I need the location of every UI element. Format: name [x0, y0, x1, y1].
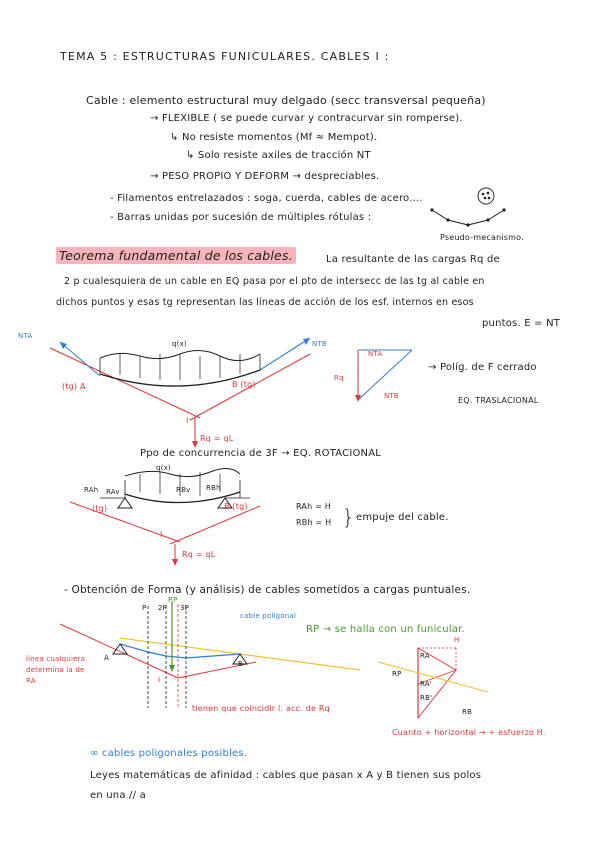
horizontal-note: Cuanto + horizontal → + esfuerzo H.: [392, 728, 546, 737]
mechanism-label: Pseudo-mecanismo.: [440, 233, 524, 242]
load-2p: 2P: [158, 604, 168, 612]
rbh-label: RBh: [206, 484, 221, 492]
page-title: TEMA 5 : ESTRUCTURAS FUNICULARES. CABLES…: [60, 50, 390, 63]
rp-funicular-note: RP → se halla con un funicular.: [306, 624, 465, 635]
concurrence-principle: Ppo de concurrencia de 3F → EQ. ROTACION…: [140, 448, 382, 459]
triangle-ntb: NTB: [384, 392, 399, 400]
translational-eq: EQ. TRASLACIONAL: [458, 396, 539, 405]
any-line-note: línea cualquiera determina la de RA: [26, 655, 86, 685]
triangle-rp: RP: [392, 670, 402, 678]
cable-bars: - Barras unidas por sucesión de múltiple…: [110, 212, 372, 223]
infinite-cables-note: ∞ cables poligonales posibles.: [90, 748, 248, 759]
point-loads-heading: - Obtención de Forma (y análisis) de cab…: [64, 584, 471, 596]
pseudo-mechanism-sketch: [430, 208, 506, 227]
tangent-b-label: B (tg): [232, 380, 256, 389]
cable-polygonal-label: cable poligonal: [240, 612, 297, 620]
resultant-label: Rq = qL: [200, 434, 234, 443]
rp-label: RP: [168, 596, 178, 604]
ntb-label: NTB: [312, 340, 327, 348]
tangent-a-label: (tg) A: [62, 382, 86, 391]
force-triangle: [355, 349, 413, 402]
load-3p: 3P: [180, 604, 190, 612]
theorem-highlight: Teorema fundamental de los cables.: [56, 247, 296, 264]
resultant-label-2: Rq = qL: [182, 550, 216, 559]
support-a: A: [104, 654, 109, 662]
triangle-ra: RA: [420, 652, 430, 660]
point-loads-figure: [59, 602, 361, 708]
tangent-b2: B (tg): [224, 502, 248, 511]
theorem-line-2: 2 p cualesquiera de un cable en EQ pasa …: [64, 276, 485, 287]
theorem-line-4: puntos. E = NT: [482, 318, 561, 329]
nta-label: NTA: [18, 332, 33, 340]
triangle-h: H: [454, 636, 460, 644]
cable-filaments: - Filamentos entrelazados : soga, cuerda…: [110, 193, 423, 204]
cable-flexible: → FLEXIBLE ( se puede curvar y contracur…: [150, 113, 463, 124]
cable-no-moments: ↳ No resiste momentos (Mf ≈ Mempot).: [170, 132, 378, 143]
cable-tension: ↳ Solo resiste axiles de tracción NT: [186, 150, 371, 161]
load-label-2: q(x): [156, 464, 171, 472]
triangle-rb-prime: RB': [420, 694, 433, 702]
rah-equals-h: RAh = H: [296, 502, 331, 511]
cable-push: empuje del cable.: [356, 512, 449, 523]
support-b: B: [238, 660, 244, 668]
cable-self-weight: → PESO PROPIO Y DEFORM → despreciables.: [150, 171, 380, 182]
theorem-heading: Teorema fundamental de los cables.: [56, 247, 296, 264]
rbh-equals-h: RBh = H: [296, 518, 332, 527]
support-reactions-figure: [69, 468, 261, 566]
brace: }: [342, 505, 355, 529]
intersection-i-label: I: [186, 416, 189, 425]
rav-label: RAv: [106, 488, 120, 496]
polygon-closed: → Políg. de F cerrado: [428, 362, 537, 373]
affinity-laws: Leyes matemáticas de afinidad : cables q…: [90, 770, 482, 781]
coincide-note: tienen que coincidir l. acc. de Rq: [192, 704, 330, 713]
cable-distributed-load-figure: [49, 337, 311, 448]
theorem-line-3: dichos puntos y esas tg representan las …: [56, 297, 474, 308]
theorem-line-1: La resultante de las cargas Rq de: [326, 254, 500, 265]
load-p: P: [142, 604, 147, 612]
intersection-i2: I: [160, 530, 163, 539]
triangle-rq: Rq: [334, 374, 344, 382]
funicular-triangle: [377, 647, 489, 719]
triangle-nta: NTA: [368, 350, 383, 358]
load-label: q(x): [172, 340, 187, 348]
rah-label: RAh: [84, 486, 99, 494]
strand-icon: [477, 187, 495, 205]
intersection-i3: I: [158, 676, 161, 684]
rbv-label: RBv: [176, 486, 191, 494]
triangle-rb: RB: [462, 708, 473, 716]
tangent-a2: (tg): [92, 504, 108, 513]
cable-definition: Cable : elemento estructural muy delgado…: [86, 94, 486, 107]
affinity-laws-cont: en una // a: [90, 790, 146, 801]
triangle-ra-prime: RA': [420, 680, 432, 688]
